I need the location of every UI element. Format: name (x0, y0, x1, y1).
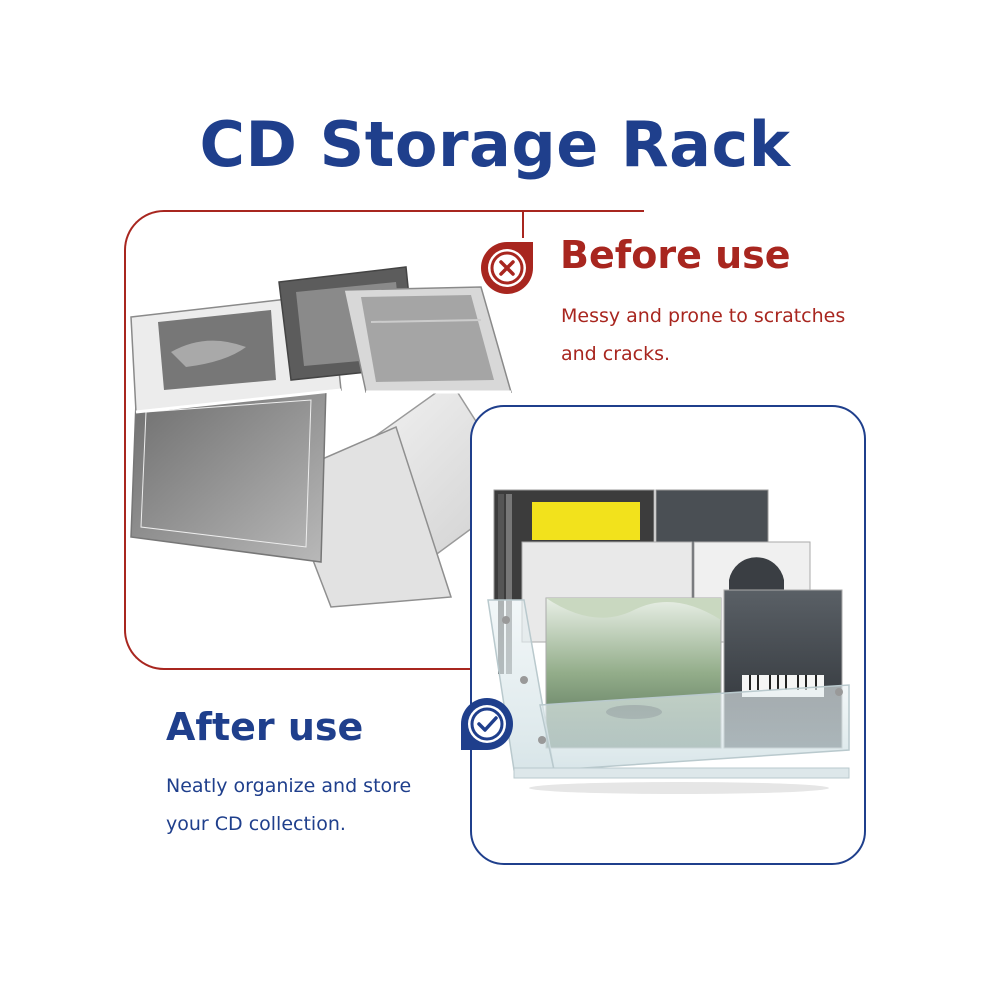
before-heading: Before use (560, 233, 791, 277)
page-title: CD Storage Rack (199, 108, 791, 181)
before-frame (124, 209, 644, 670)
close-x-icon (481, 242, 533, 294)
check-icon (461, 698, 513, 750)
cd-rack-photo (487, 489, 850, 794)
after-heading: After use (166, 705, 364, 749)
before-description: Messy and prone to scratches and cracks. (561, 305, 846, 365)
messy-cd-cases-photo (130, 266, 523, 608)
after-description: Neatly organize and store your CD collec… (166, 775, 412, 835)
